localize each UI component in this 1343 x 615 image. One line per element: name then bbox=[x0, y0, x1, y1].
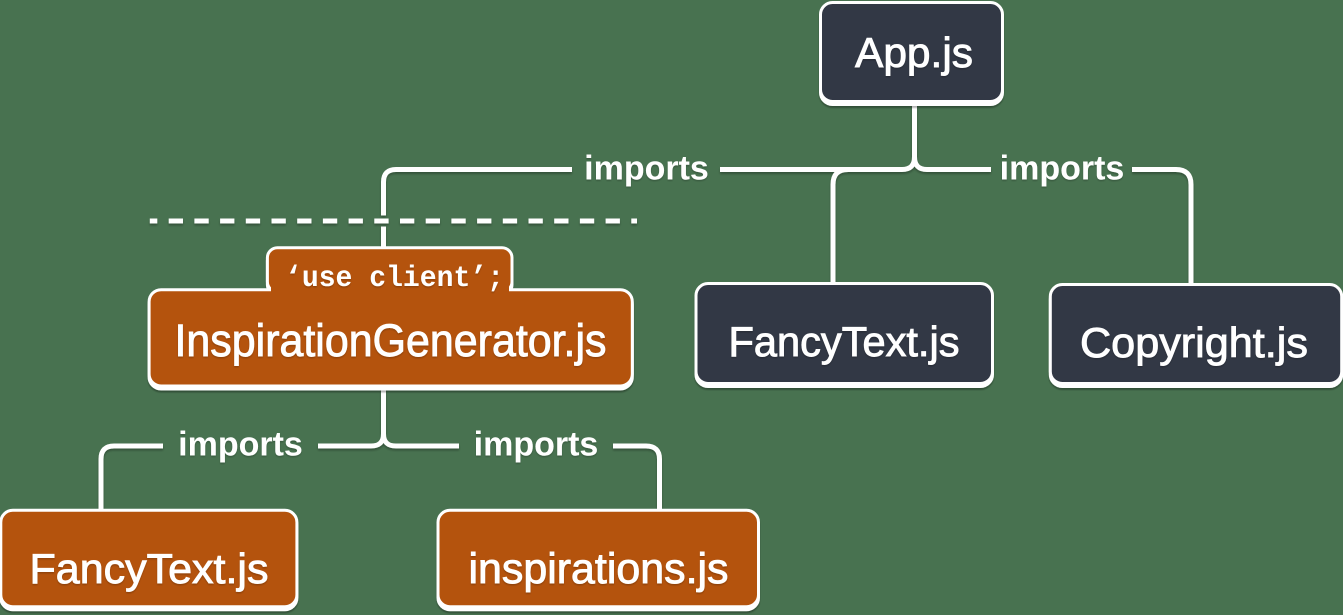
svg-text:Copyright.js: Copyright.js bbox=[1080, 319, 1308, 366]
svg-text:FancyText.js: FancyText.js bbox=[729, 318, 960, 365]
svg-text:imports: imports bbox=[584, 150, 709, 188]
svg-text:imports: imports bbox=[178, 426, 303, 464]
svg-text:InspirationGenerator.js: InspirationGenerator.js bbox=[175, 315, 607, 366]
svg-text:FancyText.js: FancyText.js bbox=[30, 545, 269, 592]
svg-text:inspirations.js: inspirations.js bbox=[469, 546, 729, 593]
svg-text:imports: imports bbox=[1000, 150, 1125, 188]
svg-text:imports: imports bbox=[474, 426, 599, 464]
svg-text:App.js: App.js bbox=[855, 29, 973, 76]
svg-text:‘use client’;: ‘use client’; bbox=[285, 262, 504, 296]
